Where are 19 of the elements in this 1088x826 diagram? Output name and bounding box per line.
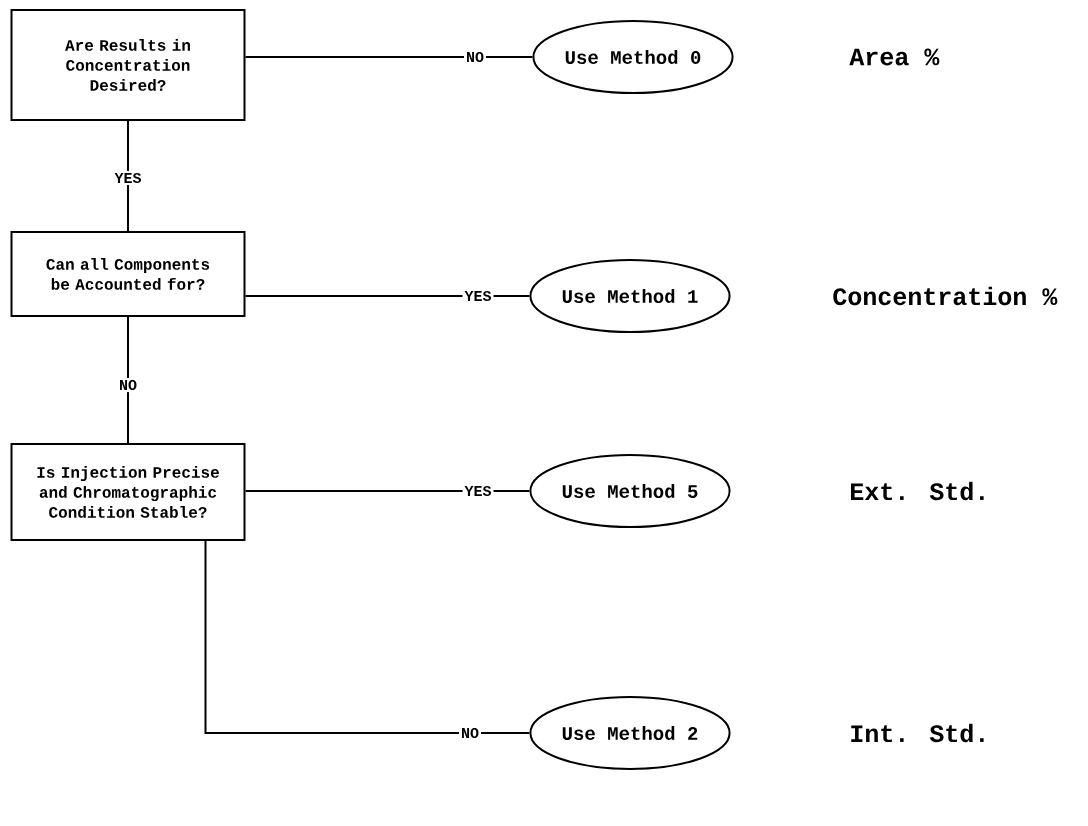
decision-box: Is Injection Precise and Chromatographic Condition Stable? (10, 443, 246, 541)
edge-label: NO (117, 377, 139, 393)
edge-label: YES (462, 288, 494, 304)
decision-box: Are Results in Concentration Desired? (10, 9, 246, 121)
result-label: Ext. Std. (851, 481, 984, 501)
connector-line (127, 120, 129, 232)
connector-line (244, 490, 531, 492)
decision-box: Can all Components be Accounted for? (10, 231, 246, 317)
edge-label: NO (464, 49, 486, 65)
result-label: Area % (849, 48, 940, 66)
result-label: Int. Std. (851, 723, 984, 743)
connector-line (204, 540, 531, 734)
connector-line (244, 56, 534, 58)
edge-label: YES (462, 483, 494, 499)
result-label: Concentration % (833, 286, 1058, 306)
connector-line (244, 295, 531, 297)
edge-label: YES (112, 170, 144, 186)
edge-label: NO (459, 725, 481, 741)
connector-line (127, 316, 129, 444)
